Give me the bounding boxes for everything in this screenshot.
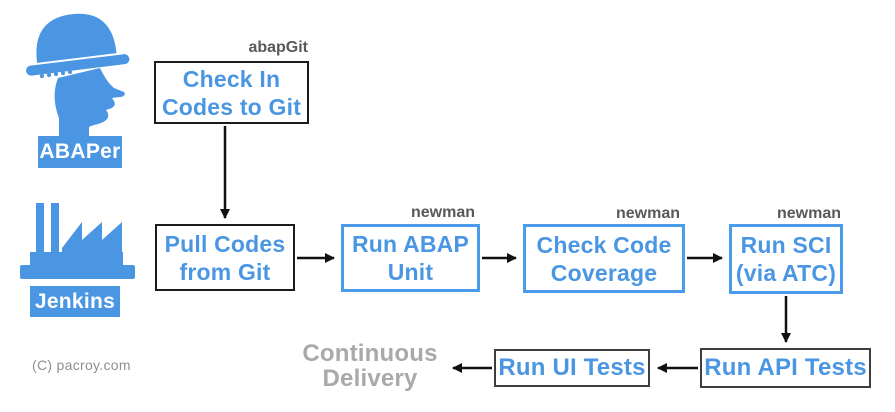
node-text-line: Continuous (302, 340, 438, 367)
node-run-ui-tests: Run UI Tests (494, 349, 650, 387)
node-run-abap-unit: Run ABAP Unit (341, 224, 480, 292)
node-continuous-delivery: Continuous Delivery (292, 340, 448, 392)
node-text-line: Check Code (536, 231, 672, 258)
node-check-code-coverage: Check Code Coverage (523, 224, 685, 293)
node-run-api-tests: Run API Tests (700, 348, 871, 388)
abaper-label: ABAPer (38, 136, 122, 168)
node-check-in-codes-to-git: Check In Codes to Git (154, 61, 309, 124)
node-text-line: Run API Tests (704, 354, 867, 381)
node-text-line: Run SCI (740, 232, 832, 258)
node-text-line: Delivery (322, 365, 418, 392)
node-run-sci-via-atc: Run SCI (via ATC) (729, 224, 843, 294)
jenkins-label: Jenkins (30, 286, 120, 317)
node-text-line: Unit (387, 259, 434, 285)
node-text-line: Check In (182, 65, 281, 92)
node-text-line: (via ATC) (735, 260, 837, 286)
node-text-line: Run ABAP (351, 231, 469, 257)
tool-label-newman-coverage: newman (615, 205, 680, 222)
factory-icon (20, 203, 135, 279)
node-text-line: Run UI Tests (498, 354, 646, 381)
node-text-line: Coverage (550, 259, 658, 286)
tool-label-newman-sci: newman (776, 205, 841, 222)
tool-label-abapgit: abapGit (248, 39, 308, 56)
tool-label-newman-abap-unit: newman (410, 204, 475, 221)
node-text-line: Codes to Git (161, 93, 302, 120)
node-text-line: Pull Codes (164, 230, 286, 257)
engineer-hardhat-icon (26, 13, 130, 136)
copyright-text: (C) pacroy.com (32, 357, 131, 373)
node-pull-codes-from-git: Pull Codes from Git (155, 224, 295, 291)
node-text-line: from Git (179, 258, 271, 285)
